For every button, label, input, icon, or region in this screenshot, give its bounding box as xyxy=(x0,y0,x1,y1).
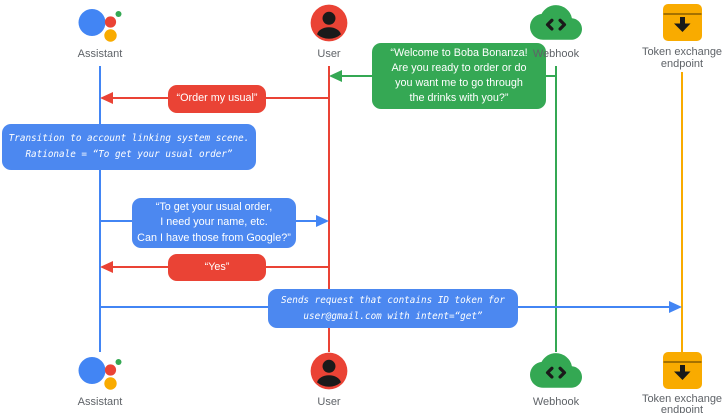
speech-bubble-welcome: “Welcome to Boba Bonanza! Are you ready … xyxy=(372,43,546,109)
actor-label: Assistant xyxy=(77,48,123,60)
lifeline-assistant xyxy=(99,66,101,352)
actor-label: User xyxy=(317,48,341,60)
system-note-sends-request: Sends request that contains ID token for… xyxy=(268,289,518,328)
actor-token-endpoint-top: Token exchange endpoint xyxy=(622,2,725,70)
speech-bubble-yes: “Yes” xyxy=(168,254,266,281)
google-assistant-icon xyxy=(77,2,123,44)
actor-label: Webhook xyxy=(532,396,580,408)
actor-label: Assistant xyxy=(77,396,123,408)
actor-token-endpoint-bottom: Token exchange endpoint xyxy=(622,349,725,413)
actor-label: User xyxy=(317,396,341,408)
actor-assistant-top: Assistant xyxy=(40,2,160,61)
lifeline-webhook xyxy=(555,66,557,352)
speech-bubble-ask-google: “To get your usual order, I need your na… xyxy=(132,198,296,248)
actor-webhook-top: Webhook xyxy=(496,2,616,61)
actor-webhook-bottom: Webhook xyxy=(496,350,616,409)
token-box-icon xyxy=(662,2,703,42)
actor-user-bottom: User xyxy=(269,350,389,409)
arrowhead-left-icon xyxy=(100,92,113,104)
cloud-code-icon xyxy=(530,350,582,392)
system-note-transition: Transition to account linking system sce… xyxy=(2,124,256,170)
token-box-icon xyxy=(662,349,703,391)
actor-label: Webhook xyxy=(532,48,580,60)
user-icon xyxy=(308,2,350,44)
speech-bubble-order-my-usual: “Order my usual” xyxy=(168,85,266,113)
arrowhead-left-icon xyxy=(100,261,113,273)
actor-label: Token exchange endpoint xyxy=(641,393,723,413)
arrowhead-right-icon xyxy=(669,301,682,313)
arrowhead-left-icon xyxy=(329,70,342,82)
cloud-code-icon xyxy=(530,2,582,44)
google-assistant-icon xyxy=(77,350,123,392)
actor-user-top: User xyxy=(269,2,389,61)
actor-label: Token exchange endpoint xyxy=(641,46,723,70)
lifeline-token-endpoint xyxy=(681,72,683,352)
user-icon xyxy=(308,350,350,392)
lifeline-user xyxy=(328,66,330,352)
actor-assistant-bottom: Assistant xyxy=(40,350,160,409)
arrowhead-right-icon xyxy=(316,215,329,227)
